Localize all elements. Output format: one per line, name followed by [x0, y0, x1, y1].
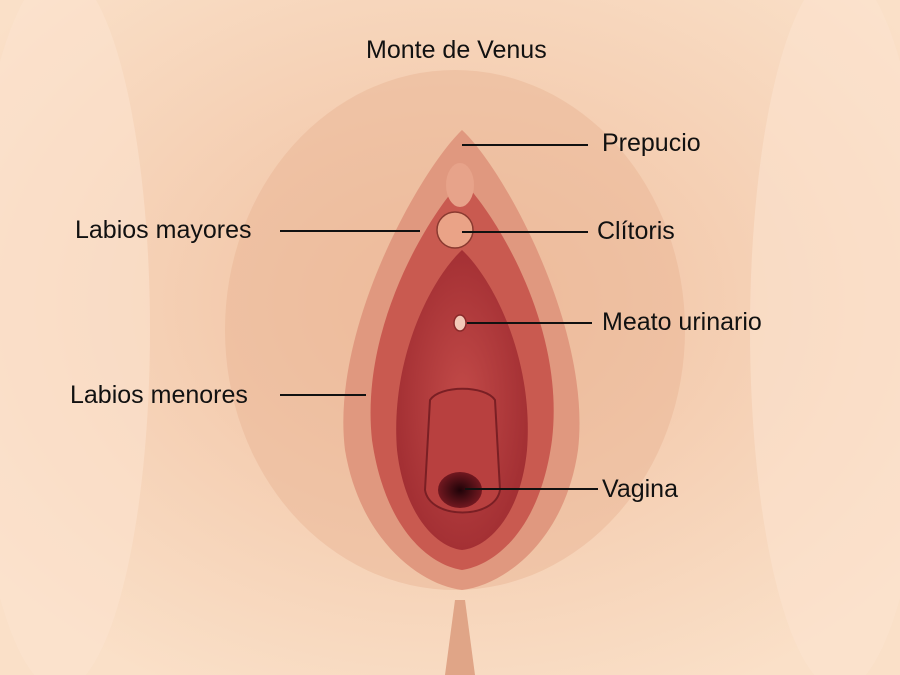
prepuce-shape [446, 163, 474, 207]
vaginal-opening-shape [438, 472, 482, 508]
label-meato-urinario: Meato urinario [602, 308, 762, 336]
label-labios-menores: Labios menores [70, 381, 248, 409]
urethral-meatus-shape [453, 314, 467, 332]
perineum-cleft [445, 600, 475, 675]
right-thigh [750, 0, 900, 675]
label-vagina: Vagina [602, 475, 678, 503]
clitoris-shape [436, 211, 474, 249]
label-clitoris: Clítoris [597, 217, 675, 245]
label-labios-mayores: Labios mayores [75, 216, 252, 244]
left-thigh [0, 0, 150, 675]
label-monte-de-venus: Monte de Venus [366, 36, 547, 64]
label-prepucio: Prepucio [602, 129, 701, 157]
leader-lines [280, 144, 598, 490]
